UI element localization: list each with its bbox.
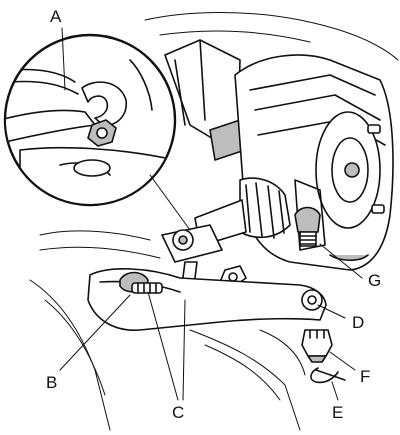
callout-label-c: C [172, 403, 184, 422]
ball-joint-stud [294, 206, 321, 247]
callout-label-b: B [46, 373, 57, 392]
leader-line-e [331, 381, 339, 401]
leader-line-b [59, 294, 131, 371]
body-contours [39, 12, 399, 259]
lower-control-arm [87, 268, 327, 331]
strut-assembly [164, 39, 246, 161]
callout-label-f: F [360, 367, 370, 386]
leader-line-a [61, 27, 66, 91]
detail-inset [3, 33, 177, 207]
cotter-pin [310, 367, 346, 384]
leader-line-d [317, 304, 346, 319]
callout-label-e: E [332, 403, 343, 422]
leader-line-c-1 [147, 291, 179, 401]
inset-pointer-line [149, 174, 191, 231]
leader-line-f [329, 351, 356, 371]
leader-line-c-2 [182, 299, 186, 401]
stabilizer-link [161, 224, 247, 303]
subframe [29, 279, 306, 431]
callout-label-a: A [50, 7, 62, 26]
callout-label-d: D [352, 313, 364, 332]
callout-label-g: G [368, 271, 381, 290]
leader-lines [59, 27, 363, 401]
drive-shaft [194, 177, 291, 247]
castle-nut [301, 329, 333, 363]
leader-line-g [319, 243, 363, 279]
